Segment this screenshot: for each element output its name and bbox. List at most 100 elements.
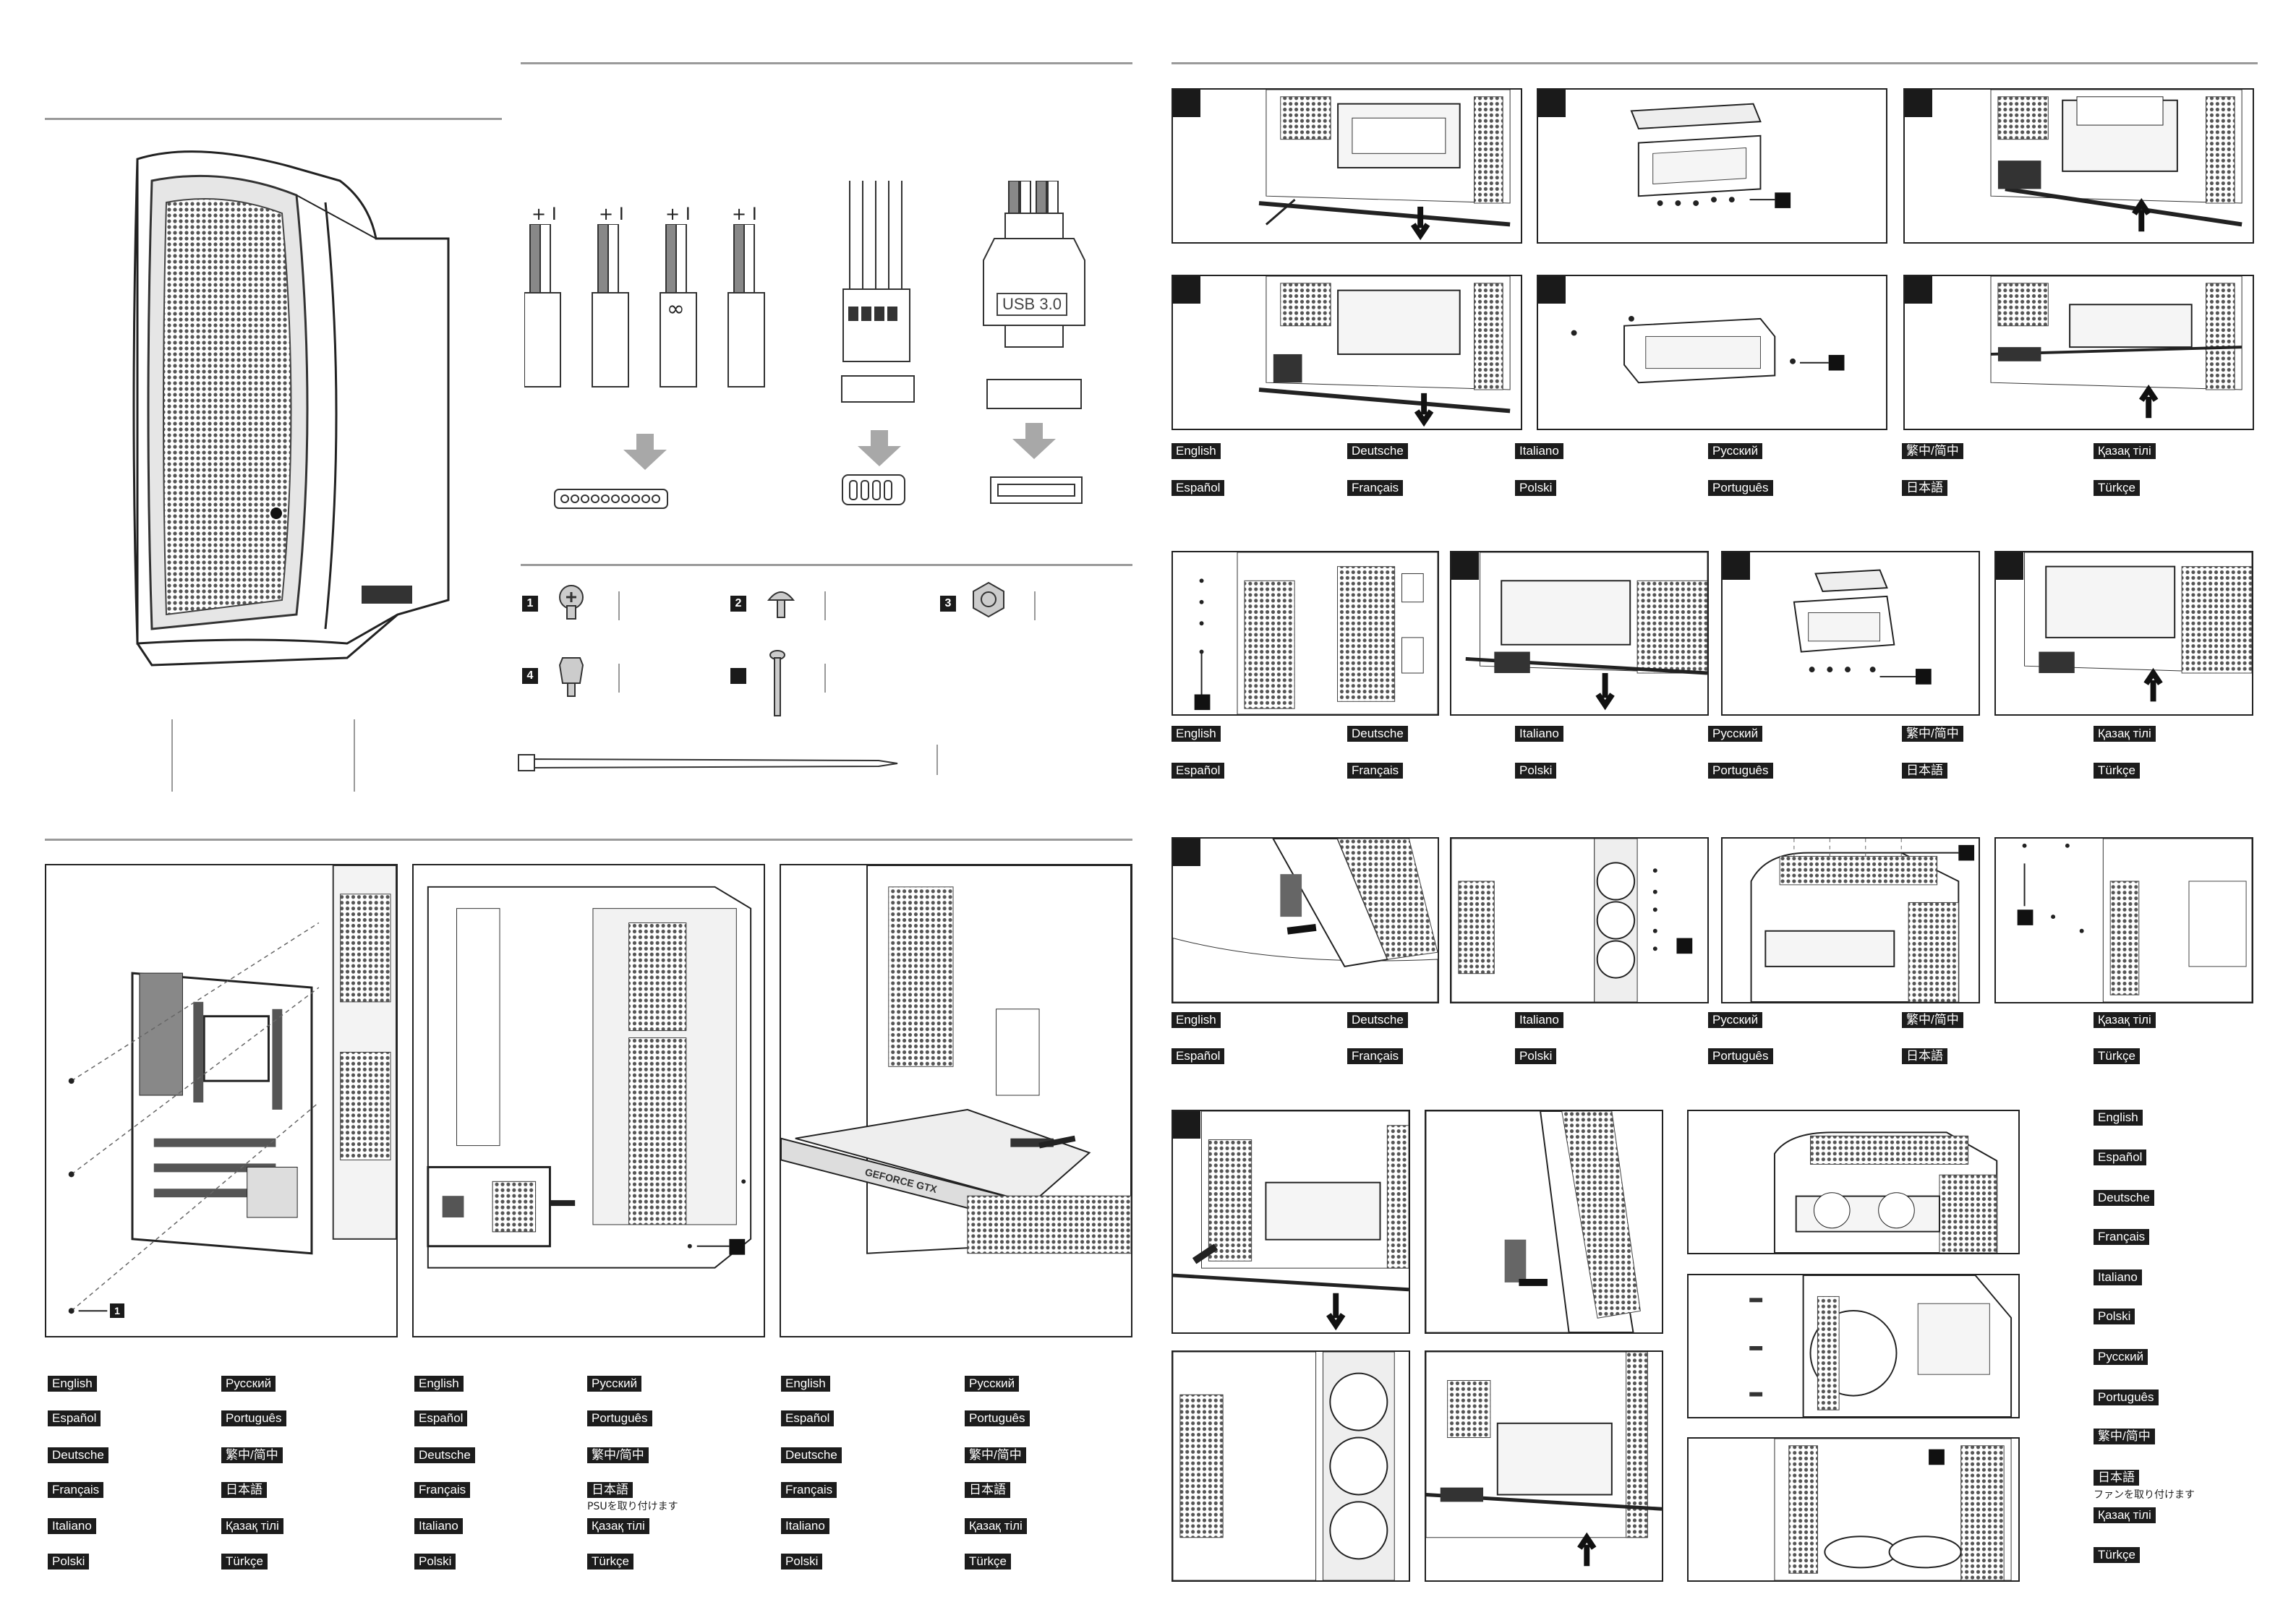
lang-label-italiano: Italiano <box>2094 1269 2142 1285</box>
lang-label-chinese: 繁中/简中 <box>1902 443 1963 459</box>
lang-label-italiano: Italiano <box>1515 443 1563 459</box>
fan-panel-top <box>1687 1110 2020 1254</box>
fan-note-jp: ファンを取り付けます <box>2094 1489 2195 1501</box>
usb3-label: USB 3.0 <box>997 293 1067 316</box>
lang-label-russian: Русский <box>1708 443 1763 459</box>
step-panel-r3-3 <box>1721 551 1980 716</box>
lang-label-espanol: Español <box>2094 1149 2147 1165</box>
lang-label-deutsche: Deutsche <box>781 1447 842 1463</box>
lang-label-espanol: Español <box>48 1410 101 1426</box>
lang-label-kazakh: Қазақ тілі <box>965 1518 1027 1534</box>
lang-label-francais: Français <box>2094 1229 2150 1245</box>
lang-label-espanol: Español <box>1172 480 1225 496</box>
step-panel-r1-2 <box>1537 88 1887 244</box>
step-marker <box>1173 1111 1200 1139</box>
case-illustration <box>108 137 470 687</box>
polarity-label-2: + I <box>599 204 624 224</box>
psu-note-jp: PSUを取り付けます <box>587 1501 678 1512</box>
screw-2-badge: 2 <box>730 596 746 612</box>
step-panel-r3-4 <box>1994 551 2253 716</box>
lang-label-italiano: Italiano <box>1515 1012 1563 1028</box>
lang-label-turkce: Türkçe <box>965 1554 1011 1570</box>
motherboard-callout-1: 1 <box>110 1303 124 1318</box>
lang-label-francais: Français <box>1347 480 1404 496</box>
lang-label-espanol: Español <box>1172 1048 1225 1064</box>
header-rule-connectors <box>521 62 1132 64</box>
lang-label-polski: Polski <box>1515 763 1557 779</box>
screw-divider-5 <box>824 664 826 693</box>
step-panel-r4-4 <box>1994 837 2253 1003</box>
step-marker <box>1173 90 1200 117</box>
lang-label-english: English <box>2094 1110 2143 1126</box>
step-panel-r2-3 <box>1903 275 2254 430</box>
step-panel-r2-1 <box>1172 275 1522 430</box>
screw-divider-4 <box>618 664 620 693</box>
lang-label-portugues: Português <box>2094 1389 2159 1405</box>
infinity-symbol: ∞ <box>667 296 685 322</box>
lang-label-polski: Polski <box>781 1554 823 1570</box>
lang-label-deutsche: Deutsche <box>1347 726 1408 742</box>
lang-label-polski: Polski <box>48 1554 90 1570</box>
screw-1-icon <box>553 584 589 620</box>
lang-label-russian: Русский <box>221 1376 276 1392</box>
step-marker <box>1723 552 1750 580</box>
lang-label-japanese: 日本語 <box>221 1482 267 1498</box>
lang-label-deutsche: Deutsche <box>1347 1012 1408 1028</box>
step-panel-r5-1 <box>1172 1110 1410 1334</box>
step-marker <box>1173 839 1200 866</box>
screw-divider-2 <box>824 591 826 620</box>
lang-label-deutsche: Deutsche <box>2094 1190 2154 1206</box>
lang-label-italiano: Italiano <box>48 1518 96 1534</box>
polarity-label-1: + I <box>532 204 557 224</box>
lang-label-polski: Polski <box>2094 1309 2135 1324</box>
standoff-icon <box>557 654 586 698</box>
lang-label-chinese: 繁中/简中 <box>1902 726 1963 742</box>
lang-label-polski: Polski <box>414 1554 456 1570</box>
lang-label-kazakh: Қазақ тілі <box>2094 1507 2156 1523</box>
usb3-header <box>989 476 1083 505</box>
psu-install-panel <box>412 864 765 1337</box>
lang-label-italiano: Italiano <box>414 1518 463 1534</box>
motherboard-install-panel <box>45 864 398 1337</box>
lang-label-russian: Русский <box>965 1376 1020 1392</box>
lang-label-japanese: 日本語 <box>587 1482 633 1498</box>
lang-label-deutsche: Deutsche <box>48 1447 108 1463</box>
step-panel-r1-1 <box>1172 88 1522 244</box>
step-marker <box>1905 276 1932 304</box>
lang-label-portugues: Português <box>587 1410 652 1426</box>
gpu-install-panel <box>780 864 1132 1337</box>
lang-label-english: English <box>1172 726 1221 742</box>
step-panel-r2-2 <box>1537 275 1887 430</box>
lang-label-russian: Русский <box>1708 1012 1763 1028</box>
lang-label-francais: Français <box>1347 763 1404 779</box>
lang-label-portugues: Português <box>1708 1048 1773 1064</box>
step-panel-r4-3 <box>1721 837 1980 1003</box>
lang-label-francais: Français <box>48 1482 104 1498</box>
lang-label-kazakh: Қазақ тілі <box>221 1518 283 1534</box>
spec-divider-1 <box>171 719 173 792</box>
gray-arrow-2 <box>858 430 901 466</box>
header-rule-right <box>1172 62 2258 64</box>
step-panel-r3-2 <box>1450 551 1709 716</box>
lang-label-chinese: 繁中/简中 <box>2094 1429 2155 1444</box>
step-marker <box>1538 276 1566 304</box>
lang-label-english: English <box>1172 1012 1221 1028</box>
lang-label-japanese: 日本語 <box>2094 1470 2139 1486</box>
polarity-label-3: + I <box>665 204 691 224</box>
lang-label-italiano: Italiano <box>1515 726 1563 742</box>
usb3-connector <box>980 180 1088 412</box>
lang-label-turkce: Türkçe <box>587 1554 633 1570</box>
front-panel-header <box>553 488 669 510</box>
step-panel-r3-1 <box>1172 551 1439 716</box>
lang-label-polski: Polski <box>1515 480 1557 496</box>
lang-label-japanese: 日本語 <box>1902 763 1947 779</box>
cable-tie-divider <box>936 745 938 775</box>
spec-divider-2 <box>354 719 355 792</box>
screw-divider-3 <box>1034 591 1036 620</box>
lang-label-portugues: Português <box>1708 763 1773 779</box>
lang-label-kazakh: Қазақ тілі <box>2094 1012 2156 1028</box>
lang-label-espanol: Español <box>1172 763 1225 779</box>
lang-label-english: English <box>48 1376 97 1392</box>
lang-label-francais: Français <box>781 1482 837 1498</box>
audio-connector <box>839 181 918 405</box>
